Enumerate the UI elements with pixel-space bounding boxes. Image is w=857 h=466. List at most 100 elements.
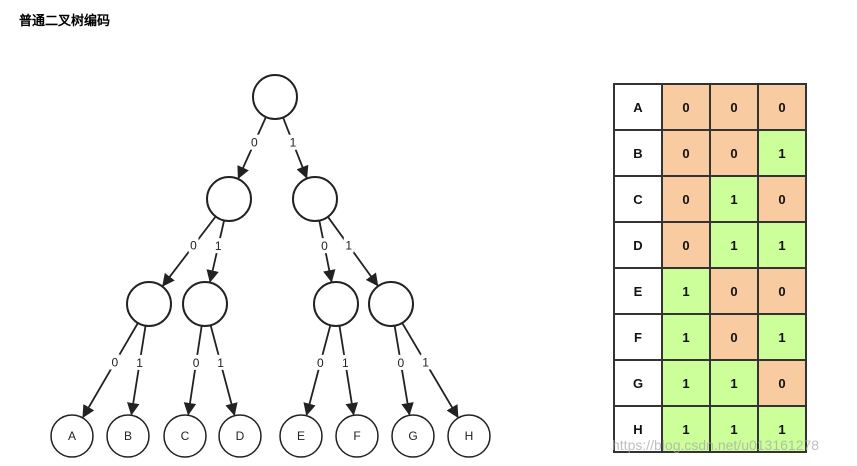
- bit-cell: 1: [661, 267, 711, 315]
- level1-node-0: [206, 176, 252, 222]
- root-to-l1-0-label-bg: [249, 134, 260, 150]
- leaf-node-d: [218, 414, 262, 458]
- leaf-node-b-label: B: [124, 429, 132, 443]
- bit-cell: 1: [757, 313, 807, 361]
- bit-cell: 0: [757, 175, 807, 223]
- bit-cell: 1: [661, 405, 711, 453]
- bit-cell: 0: [709, 313, 759, 361]
- l2-3-to-leaf-1-edge: [401, 322, 459, 419]
- bit-cell: 1: [661, 313, 711, 361]
- bit-cell: 0: [757, 267, 807, 315]
- l2-0-to-leaf-0-label-bg: [109, 354, 120, 370]
- bit-cell: 1: [757, 129, 807, 177]
- leaf-node-c-label: C: [181, 429, 190, 443]
- l2-0-to-leaf-0-label: 0: [112, 355, 119, 369]
- level1-node-1: [292, 176, 338, 222]
- page-title: 普通二叉树编码: [19, 14, 111, 29]
- bit-cell: 0: [757, 359, 807, 407]
- bit-cell: 0: [661, 175, 711, 223]
- bit-cell: 0: [661, 83, 711, 131]
- bit-cell: 0: [709, 267, 759, 315]
- bit-cell: 0: [757, 83, 807, 131]
- l2-2-to-leaf-0-label: 0: [317, 356, 324, 370]
- bit-cell: 0: [709, 129, 759, 177]
- l2-0-to-leaf-1-label: 1: [136, 356, 143, 370]
- bit-cell: 1: [709, 405, 759, 453]
- l1-0-to-l2-0-label: 0: [190, 239, 197, 253]
- leaf-node-e: [279, 414, 323, 458]
- row-key: F: [613, 313, 663, 361]
- leaf-node-g: [391, 414, 435, 458]
- leaf-node-b: [106, 414, 150, 458]
- l1-1-to-l2-0-label: 0: [321, 239, 328, 253]
- watermark: https://blog.csdn.net/u013161278: [612, 437, 820, 453]
- leaf-node-c: [163, 414, 207, 458]
- level2-node-0: [126, 281, 172, 327]
- row-key: C: [613, 175, 663, 223]
- l2-1-to-leaf-0-edge: [183, 325, 203, 416]
- l2-3-to-leaf-0-label-bg: [395, 354, 406, 370]
- row-key: A: [613, 83, 663, 131]
- bit-cell: 1: [709, 221, 759, 269]
- row-key: B: [613, 129, 663, 177]
- leaf-node-e-label: E: [297, 429, 305, 443]
- root-to-l1-0-label: 0: [251, 136, 258, 150]
- row-key: E: [613, 267, 663, 315]
- l2-0-to-leaf-1-label-bg: [134, 354, 145, 370]
- root-to-l1-1-label-bg: [287, 134, 298, 150]
- l2-1-to-leaf-1-label: 1: [217, 356, 224, 370]
- leaf-node-f-label: F: [353, 429, 360, 443]
- level2-node-1: [182, 281, 228, 327]
- l1-0-to-l2-1-label-bg: [213, 238, 224, 254]
- l2-3-to-leaf-0-label: 0: [397, 356, 404, 370]
- bit-cell: 1: [661, 359, 711, 407]
- binary-tree-diagram: 0 1 0 1 0 1 0 1 0 1 0 1 0 1 A B C D E F G H: [50, 74, 491, 458]
- bit-cell: 0: [661, 221, 711, 269]
- leaf-node-a: [50, 414, 94, 458]
- l2-2-to-leaf-1-label: 1: [342, 356, 349, 370]
- root-to-l1-1-label: 1: [290, 136, 297, 150]
- l1-1-to-l2-0-label-bg: [319, 238, 330, 254]
- l1-0-to-l2-1-label: 1: [215, 239, 222, 253]
- l2-2-to-leaf-1-edge: [338, 325, 358, 416]
- leaf-node-d-label: D: [236, 429, 245, 443]
- l2-1-to-leaf-0-label: 0: [193, 356, 200, 370]
- leaf-node-h: [447, 414, 491, 458]
- row-key: D: [613, 221, 663, 269]
- l2-0-to-leaf-1-edge: [127, 325, 147, 416]
- l2-3-to-leaf-1-label: 1: [422, 355, 429, 369]
- bit-cell: 0: [661, 129, 711, 177]
- leaf-node-g-label: G: [408, 429, 417, 443]
- l2-2-to-leaf-0-edge: [303, 325, 332, 416]
- root-node: [252, 74, 298, 120]
- l2-0-to-leaf-0-edge: [82, 322, 139, 419]
- leaf-node-a-label: A: [68, 429, 76, 443]
- leaf-node-f: [335, 414, 379, 458]
- bit-cell: 1: [757, 221, 807, 269]
- row-key: H: [613, 405, 663, 453]
- leaf-node-h-label: H: [465, 429, 474, 443]
- l1-1-to-l2-1-label: 1: [345, 239, 352, 253]
- level2-node-2: [313, 281, 359, 327]
- l1-0-to-l2-0-label-bg: [188, 237, 199, 253]
- l2-1-to-leaf-1-label-bg: [215, 354, 226, 370]
- l2-1-to-leaf-1-edge: [209, 325, 238, 416]
- bit-cell: 1: [709, 175, 759, 223]
- l2-2-to-leaf-1-label-bg: [340, 354, 351, 370]
- bit-cell: 1: [757, 405, 807, 453]
- level2-node-3: [368, 281, 414, 327]
- l2-3-to-leaf-1-label-bg: [420, 354, 431, 370]
- l2-3-to-leaf-0-edge: [393, 325, 414, 416]
- l2-1-to-leaf-0-label-bg: [191, 354, 202, 370]
- bit-cell: 1: [709, 359, 759, 407]
- l2-2-to-leaf-0-label-bg: [315, 354, 326, 370]
